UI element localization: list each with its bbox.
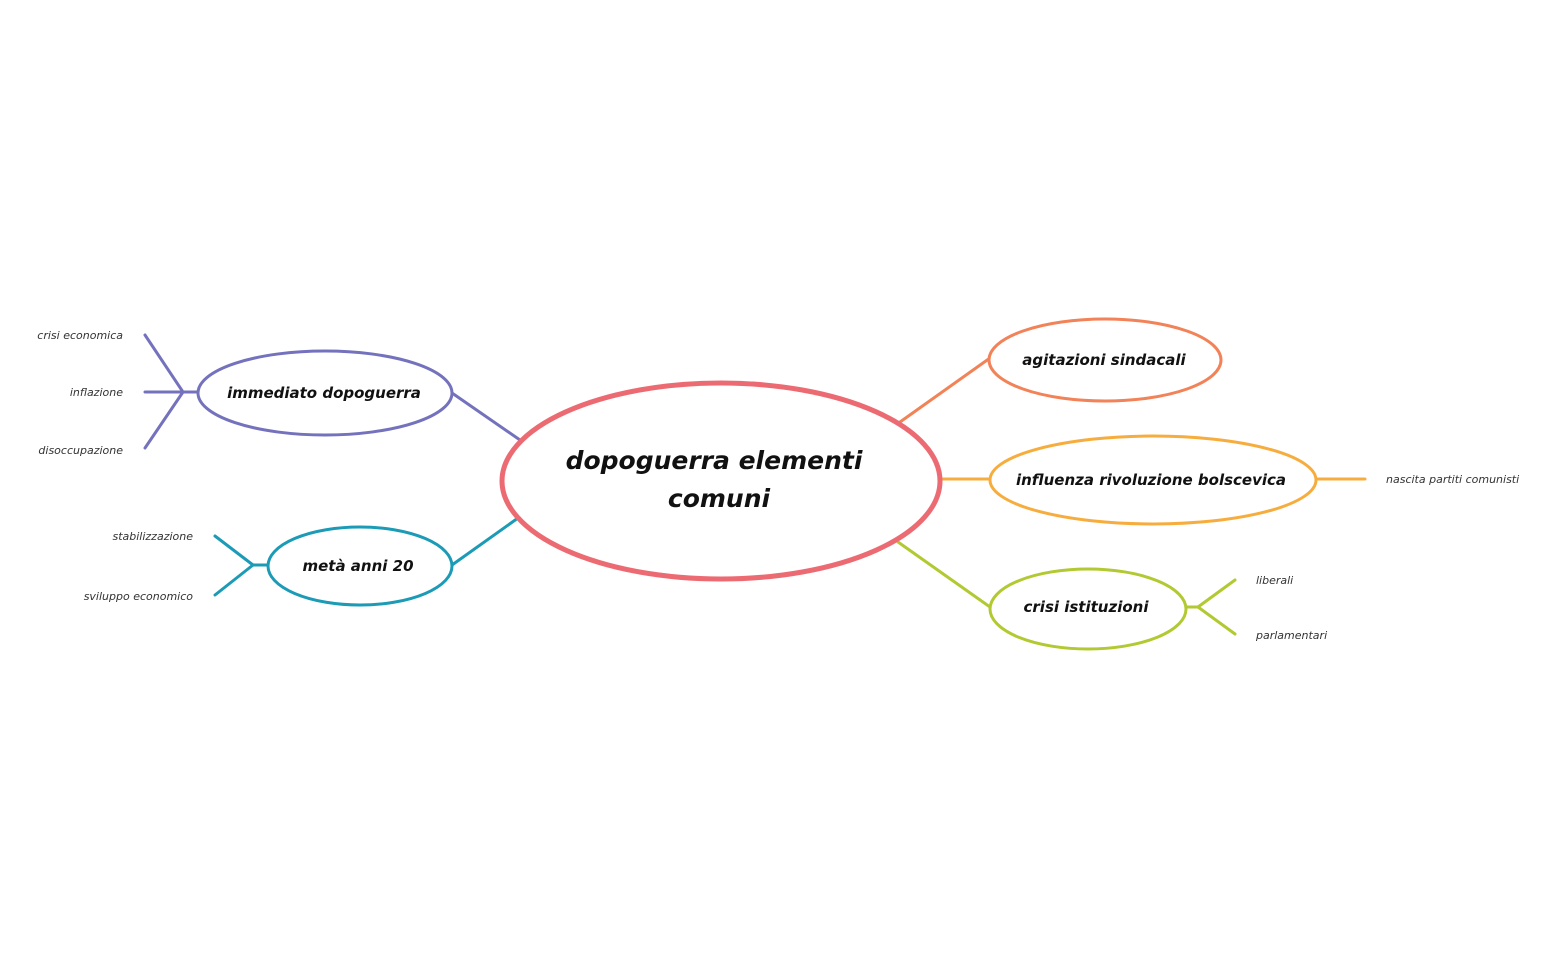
branch-label: influenza rivoluzione bolscevica: [1016, 471, 1286, 489]
connector-agitazioni: [898, 356, 992, 424]
leaf-inflazione[interactable]: inflazione: [70, 386, 123, 399]
meta-anni-leaf-connectors: [213, 534, 270, 597]
branch-label: metà anni 20: [302, 557, 413, 575]
central-title-line1: dopoguerra elementi: [566, 446, 863, 475]
branch-agitazioni-sindacali[interactable]: agitazioni sindacali: [987, 317, 1223, 403]
connector-crisi: [896, 540, 992, 609]
connector-immediato: [450, 391, 522, 442]
leaf-crisi-economica[interactable]: crisi economica: [37, 329, 123, 342]
branch-label: agitazioni sindacali: [1022, 351, 1186, 369]
connector-meta-anni: [450, 516, 520, 567]
immediato-leaf-connectors: [143, 333, 200, 450]
branch-meta-anni-20[interactable]: metà anni 20: [266, 525, 454, 607]
branch-label: immediato dopoguerra: [227, 384, 421, 402]
leaf-parlamentari[interactable]: parlamentari: [1255, 629, 1327, 642]
leaf-stabilizzazione[interactable]: stabilizzazione: [112, 530, 193, 543]
leaf-liberali[interactable]: liberali: [1256, 574, 1293, 587]
branch-immediato-dopoguerra[interactable]: immediato dopoguerra: [196, 349, 454, 437]
branch-label: crisi istituzioni: [1024, 598, 1150, 616]
leaf-nascita-partiti-comunisti[interactable]: nascita partiti comunisti: [1386, 473, 1519, 486]
leaf-disoccupazione[interactable]: disoccupazione: [38, 444, 123, 457]
leaf-sviluppo-economico[interactable]: sviluppo economico: [84, 590, 194, 603]
branch-influenza-rivoluzione-bolscevica[interactable]: influenza rivoluzione bolscevica: [988, 434, 1318, 526]
crisi-leaf-connectors: [1184, 578, 1237, 636]
central-title-line2: comuni: [668, 484, 771, 513]
central-node[interactable]: dopoguerra elementi comuni: [499, 380, 943, 582]
branch-crisi-istituzioni[interactable]: crisi istituzioni: [988, 567, 1188, 651]
